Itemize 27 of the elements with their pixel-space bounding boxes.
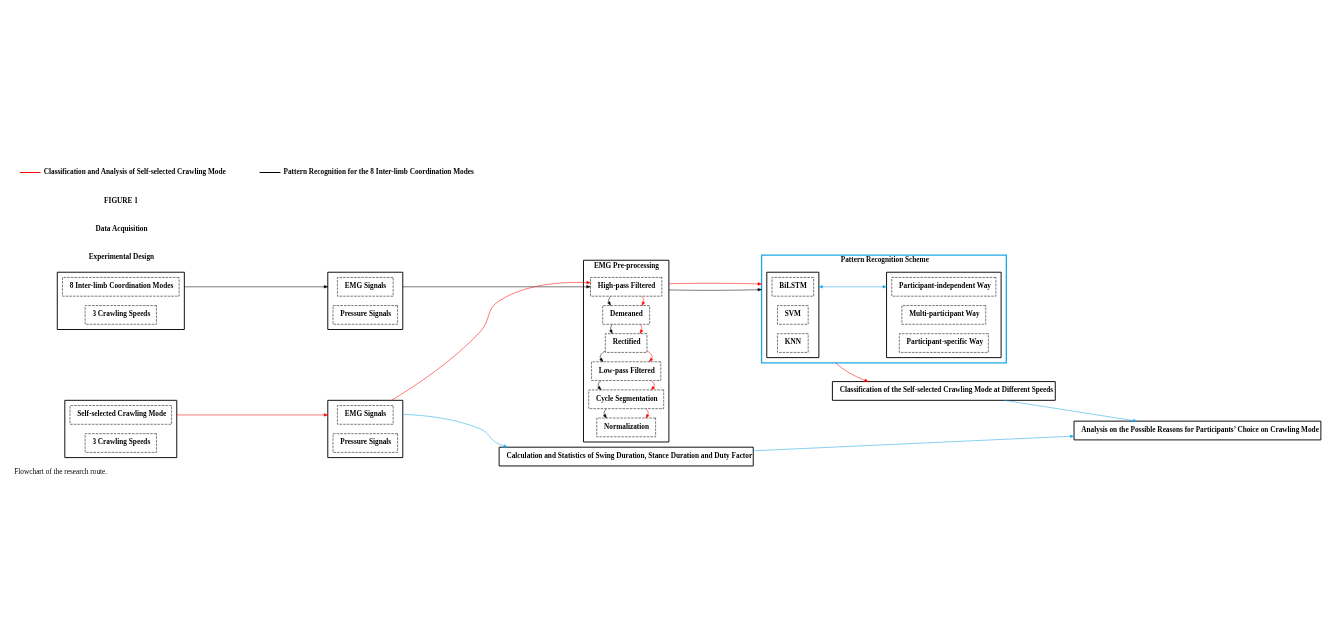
arrow — [597, 379, 602, 390]
arrow — [641, 295, 645, 306]
arrow — [646, 350, 653, 362]
arrow — [176, 412, 329, 416]
cluster — [327, 399, 404, 458]
arrow — [645, 408, 650, 418]
arrow — [402, 284, 591, 288]
arrow — [639, 323, 644, 334]
arrow — [668, 281, 762, 285]
arrow — [184, 284, 329, 288]
arrow — [818, 284, 887, 288]
arrow — [391, 280, 591, 401]
arrow — [603, 408, 607, 418]
arrow — [1003, 399, 1138, 422]
cluster — [766, 271, 820, 358]
cluster — [64, 399, 178, 458]
arrow — [651, 379, 655, 390]
cluster — [56, 271, 185, 330]
cluster — [886, 271, 1002, 358]
arrow — [609, 323, 613, 334]
cluster — [327, 271, 404, 330]
arrow — [402, 413, 508, 447]
arrow — [668, 287, 762, 291]
arrow — [835, 362, 869, 382]
arrow — [607, 295, 611, 306]
arrow — [753, 434, 1075, 451]
arrow — [599, 350, 606, 362]
